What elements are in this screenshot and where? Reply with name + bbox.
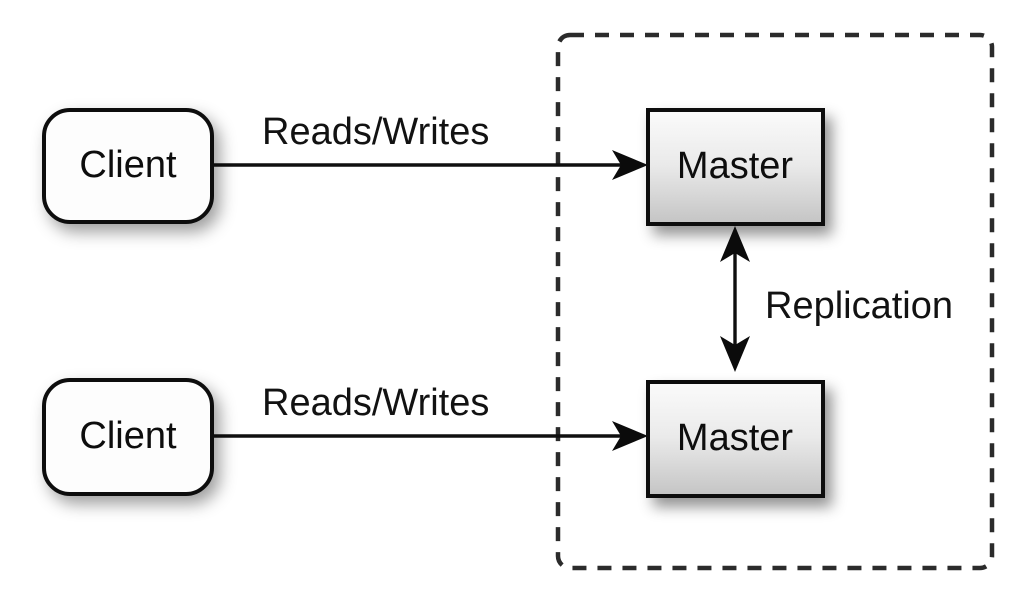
- master-bottom-shape[interactable]: [646, 380, 825, 498]
- node-master-top[interactable]: Master: [646, 108, 825, 226]
- edge-reads-writes-bottom: [212, 421, 648, 451]
- edge-label-reads-writes-bottom: Reads/Writes: [262, 382, 489, 424]
- master-top-shape[interactable]: [646, 108, 825, 226]
- arrow-head-right-bottom: [612, 421, 648, 451]
- client-top-label: Client: [79, 144, 177, 186]
- client-top-shape[interactable]: [42, 108, 214, 224]
- arrow-head-right-top: [612, 150, 648, 180]
- client-bottom-shape[interactable]: [42, 378, 214, 496]
- master-bottom-label: Master: [677, 417, 793, 459]
- edge-label-replication: Replication: [765, 285, 953, 327]
- node-master-bottom[interactable]: Master: [646, 380, 825, 498]
- edge-reads-writes-top: [212, 150, 648, 180]
- arrow-head-down-replication: [720, 336, 750, 372]
- edge-replication: [720, 226, 750, 372]
- node-client-bottom[interactable]: Client: [42, 378, 214, 496]
- node-client-top[interactable]: Client: [42, 108, 214, 224]
- client-bottom-label: Client: [79, 415, 177, 457]
- master-top-label: Master: [677, 145, 793, 187]
- replication-cluster-boundary: [555, 32, 995, 571]
- edge-label-reads-writes-top: Reads/Writes: [262, 111, 489, 153]
- arrow-head-up-replication: [720, 226, 750, 262]
